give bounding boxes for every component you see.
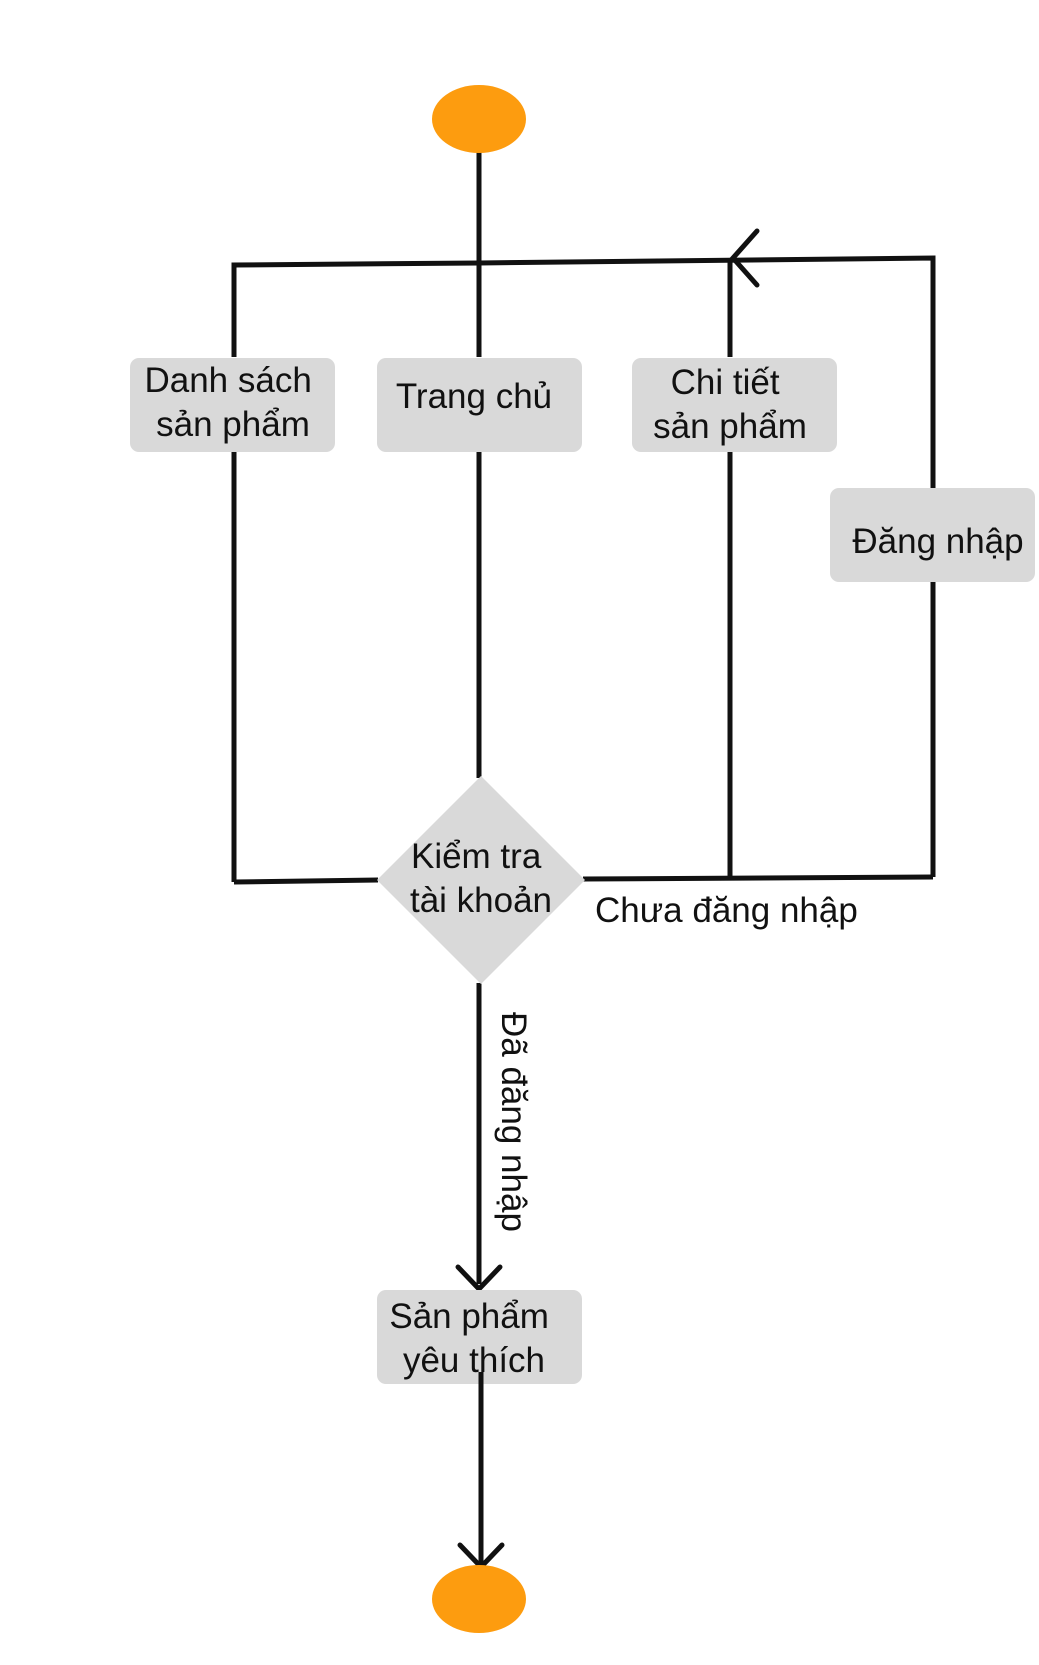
end-node [432,1565,526,1633]
node-danh-sach-san-pham: Danh sách sản phẩm [130,358,335,452]
svg-text:Trang chủ: Trang chủ [396,377,552,416]
node-chi-tiet-line-2: sản phẩm [653,407,807,446]
decision-kiem-tra-tai-khoan: Kiểm tra tài khoản [377,776,585,984]
svg-text:Đăng nhập: Đăng nhập [852,522,1023,561]
node-yeu-thich-line-2: yêu thích [403,1341,545,1380]
node-chi-tiet-san-pham: Chi tiết sản phẩm [632,358,837,452]
arrowhead-to-detail [729,228,760,288]
node-trang-chu-line-1: Trang chủ [396,377,552,416]
svg-text:Danh sách sản phẩm: Danh sách sản phẩm [144,361,321,444]
node-dang-nhap: Đăng nhập [830,488,1035,582]
arrowhead-to-favorite [455,1264,503,1293]
node-chi-tiet-line-1: Chi tiết [671,363,780,402]
node-danh-sach-line-2: sản phẩm [156,405,310,444]
node-san-pham-yeu-thich: Sản phẩm yêu thích [377,1290,582,1384]
decision-line-1: Kiểm tra [411,837,542,876]
start-node [432,85,526,153]
edge-label-not-logged-in: Chưa đăng nhập [595,891,858,930]
node-trang-chu: Trang chủ [377,358,582,452]
edge-list-to-check [233,877,379,885]
svg-text:Chi tiết sản phẩm: Chi tiết sản phẩm [653,363,807,446]
decision-line-2: tài khoản [410,881,552,920]
edge-check-to-right [582,874,934,882]
svg-text:Kiểm tra tài khoản: Kiểm tra tài khoản [410,837,552,920]
node-yeu-thich-line-1: Sản phẩm [389,1297,549,1336]
node-dang-nhap-line-1: Đăng nhập [852,522,1023,561]
node-danh-sach-line-1: Danh sách [144,361,311,400]
svg-text:Sản phẩm yêu thích: Sản phẩm yêu thích [389,1297,558,1380]
edge-top-loop [231,255,936,488]
edge-label-logged-in: Đã đăng nhập [494,1012,533,1232]
